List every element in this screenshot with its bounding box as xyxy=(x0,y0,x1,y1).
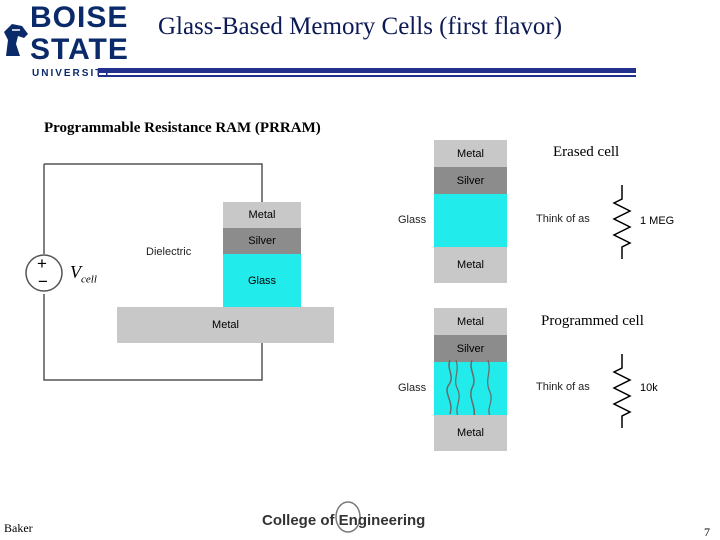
erased-metal-top: Metal xyxy=(434,140,507,167)
dielectric-label: Dielectric xyxy=(146,246,192,258)
college-name: College of Engineering xyxy=(262,512,426,529)
source-minus-sign: − xyxy=(38,272,48,291)
vcell-main: V xyxy=(70,262,81,282)
programmed-glass-layer xyxy=(434,362,507,415)
bronco-head-icon xyxy=(4,24,28,56)
college-of-engineering-logo: College of Engineering xyxy=(262,501,428,534)
vcell-sub: cell xyxy=(81,273,97,286)
circuit-silver-layer: Silver xyxy=(223,228,301,254)
logo-word-university: UNIVERSITY xyxy=(32,68,113,79)
erased-cell-title: Erased cell xyxy=(553,144,620,160)
erased-glass-label: Glass xyxy=(398,214,427,226)
erased-resistance-value: 1 MEG xyxy=(640,215,675,227)
slide-title: Glass-Based Memory Cells (first flavor) xyxy=(157,13,563,40)
title-rule-thin xyxy=(98,75,636,77)
title-rule-thick xyxy=(98,68,636,73)
engineering-swirl-icon xyxy=(335,501,361,533)
footer-author: Baker xyxy=(4,521,33,535)
erased-resistor-icon xyxy=(612,185,632,259)
circuit-metal-base: Metal xyxy=(117,307,334,343)
source-plus-sign: + xyxy=(37,254,47,273)
programmed-think-label: Think of as xyxy=(536,381,590,393)
page-number: 7 xyxy=(704,525,710,539)
silver-filaments-icon xyxy=(446,359,492,417)
programmed-cell-title: Programmed cell xyxy=(541,313,644,329)
programmed-glass-label: Glass xyxy=(398,382,427,394)
programmed-metal-bottom: Metal xyxy=(434,415,507,451)
logo-word-state: STATE xyxy=(30,33,129,66)
circuit-metal-top: Metal xyxy=(223,202,301,228)
boise-state-logo: BOISE STATE UNIVERSITY xyxy=(2,2,128,82)
erased-silver-layer: Silver xyxy=(434,167,507,194)
slide-subtitle: Programmable Resistance RAM (PRRAM) xyxy=(44,120,321,136)
circuit-glass-layer: Glass xyxy=(223,254,301,307)
erased-metal-bottom: Metal xyxy=(434,247,507,283)
erased-glass-layer xyxy=(434,194,507,247)
voltage-source-icon xyxy=(25,254,63,292)
vcell-label: Vcell xyxy=(70,262,97,286)
programmed-silver-layer: Silver xyxy=(434,335,507,362)
programmed-resistor-icon xyxy=(612,354,632,428)
erased-think-label: Think of as xyxy=(536,213,590,225)
programmed-resistance-value: 10k xyxy=(640,382,658,394)
programmed-metal-top: Metal xyxy=(434,308,507,335)
logo-word-boise: BOISE xyxy=(30,1,129,34)
